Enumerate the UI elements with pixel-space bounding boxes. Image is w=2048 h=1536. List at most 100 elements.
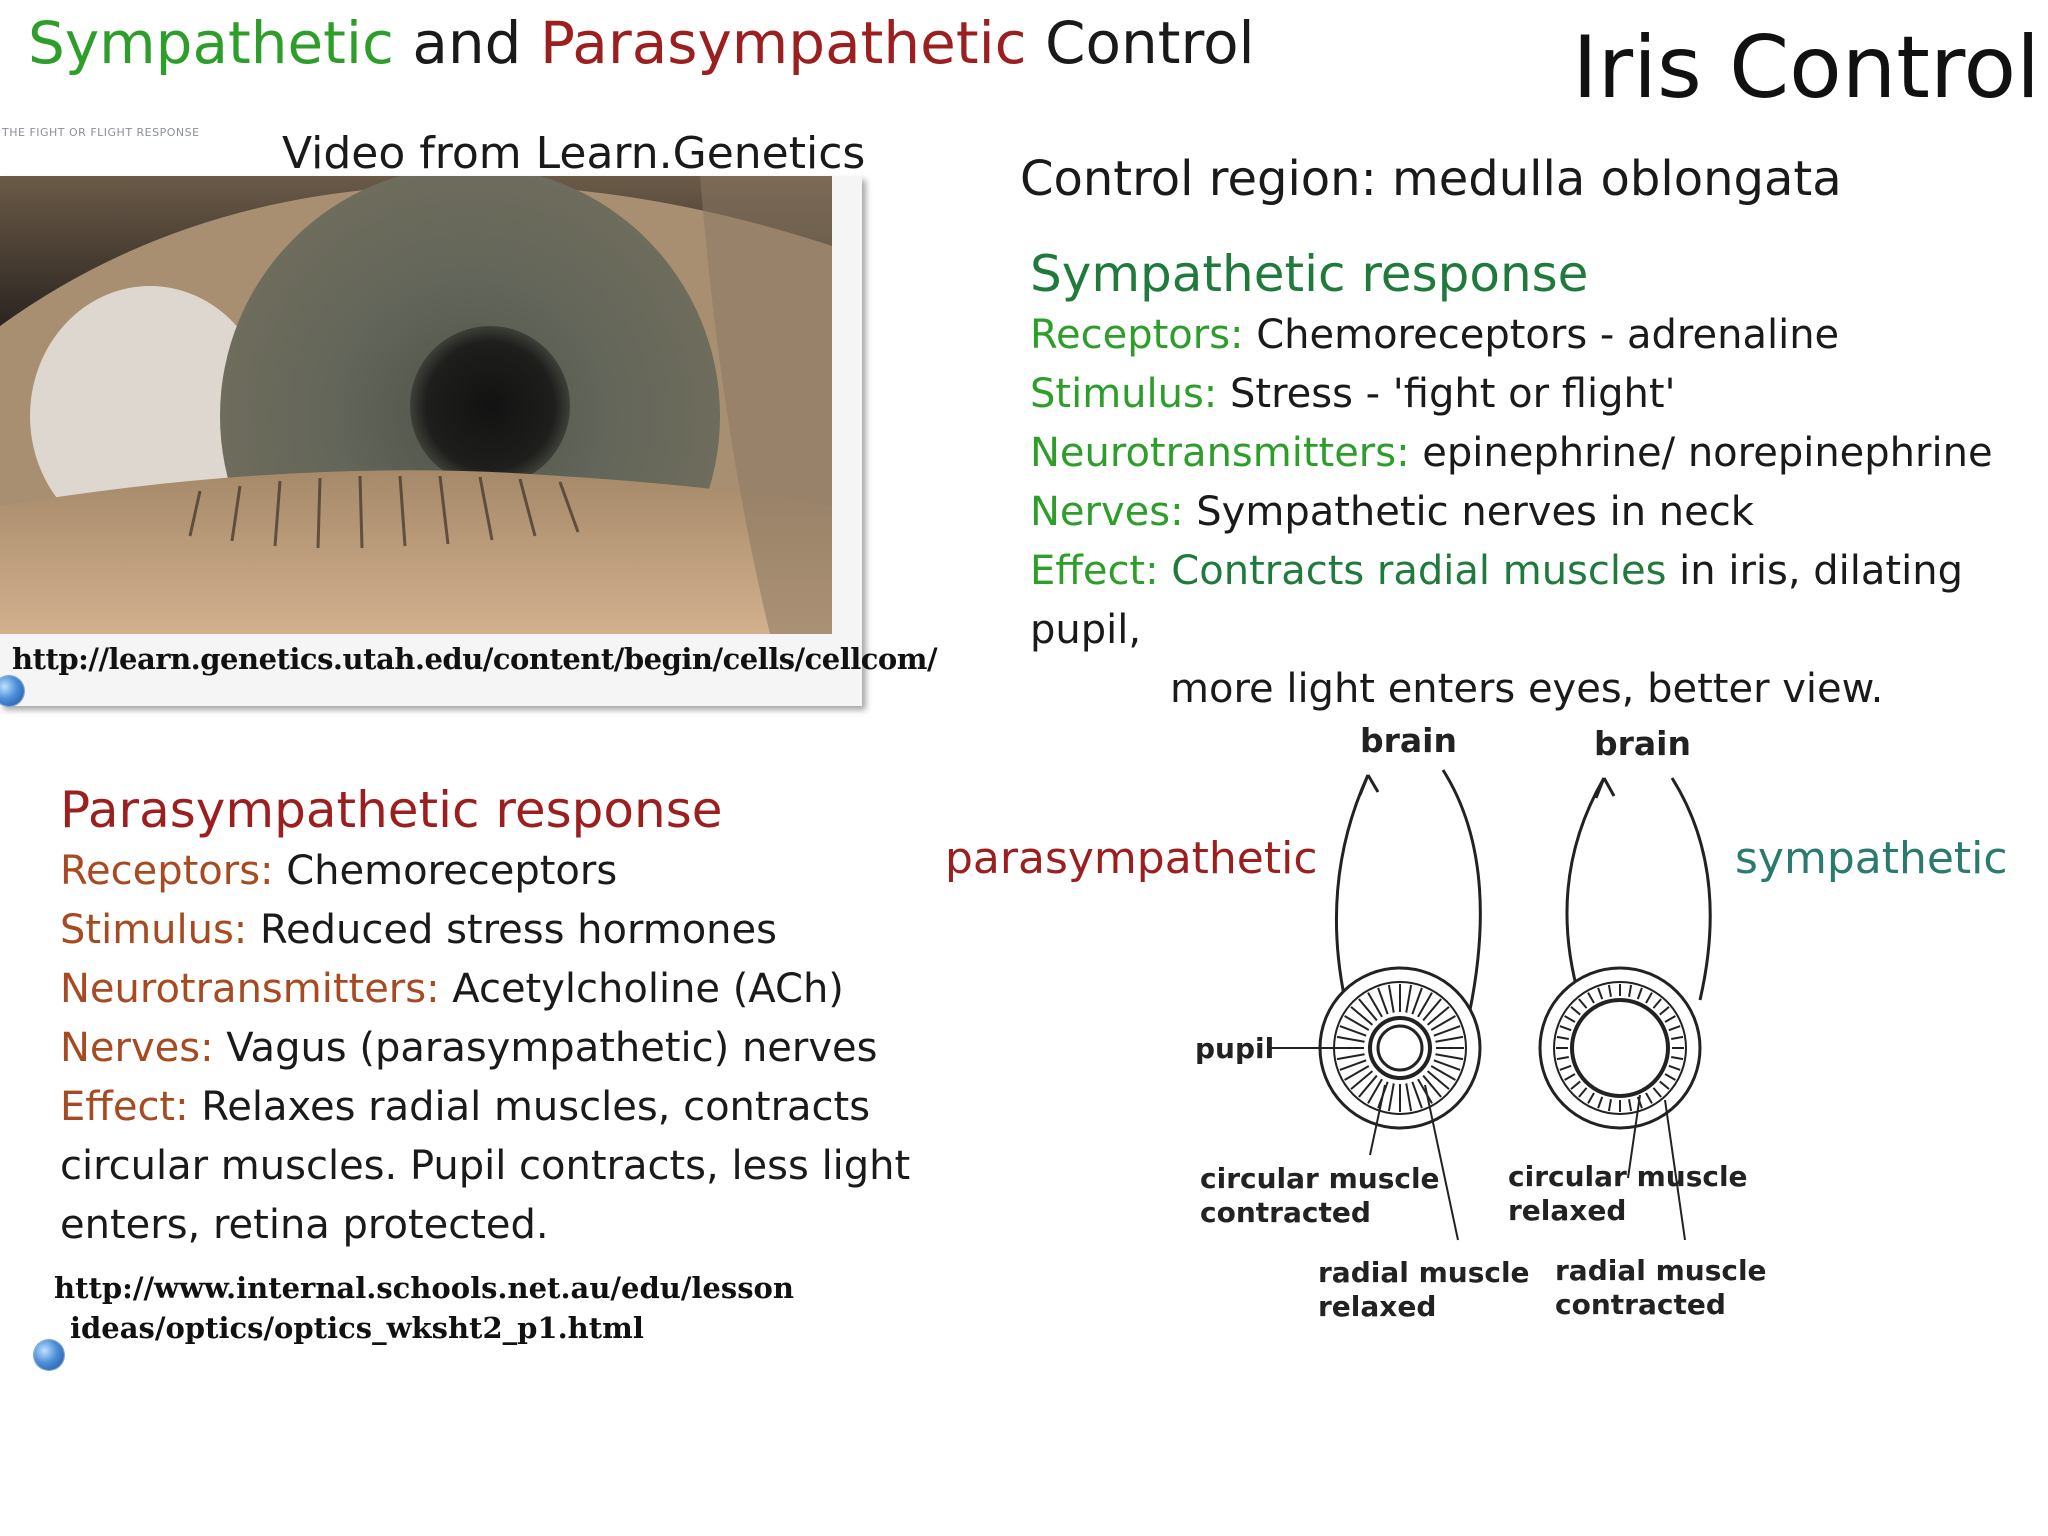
- radial-muscle-ray: [1659, 1080, 1670, 1090]
- radial-muscle-ray: [1433, 1059, 1461, 1071]
- parasympathetic-effect: Effect: Relaxes radial muscles, contract…: [60, 1078, 1020, 1255]
- effect-highlight: Contracts radial muscles: [1158, 548, 1667, 594]
- radial-muscle-ray: [1570, 1006, 1581, 1016]
- radial-relaxed-label-2: relaxed: [1318, 1290, 1436, 1323]
- receptors-label: Receptors:: [60, 848, 274, 894]
- radial-muscle-ray: [1426, 1070, 1450, 1090]
- page-title: Iris Control: [1572, 18, 2040, 118]
- parasympathetic-stimulus: Stimulus: Reduced stress hormones: [60, 901, 1020, 960]
- parasympathetic-neurotransmitters: Neurotransmitters: Acetylcholine (ACh): [60, 960, 1020, 1019]
- radial-muscle-ray: [1405, 1083, 1413, 1112]
- radial-muscle-ray: [1556, 1056, 1569, 1061]
- radial-muscle-ray: [1587, 1092, 1595, 1104]
- radial-muscle-ray: [1564, 1015, 1576, 1023]
- globe-icon[interactable]: [34, 1340, 64, 1370]
- radial-muscle-ray: [1336, 1053, 1365, 1061]
- radial-muscle-ray: [1652, 1087, 1662, 1098]
- stimulus-value: Reduced stress hormones: [247, 907, 777, 953]
- iris-constricted-icon: [1318, 966, 1482, 1130]
- radial-muscle-ray: [1645, 992, 1653, 1004]
- neurotransmitters-label: Neurotransmitters:: [60, 966, 440, 1012]
- radial-muscle-ray: [1367, 1078, 1383, 1104]
- radial-muscle-ray: [1578, 1087, 1588, 1098]
- radial-muscle-ray: [1426, 1006, 1450, 1026]
- radial-muscle-ray: [1358, 1074, 1378, 1098]
- radial-muscle-ray: [1564, 1073, 1576, 1081]
- sympathetic-effect: Effect: Contracts radial muscles in iris…: [1030, 542, 2048, 660]
- brain-label-left: brain: [1360, 721, 1457, 760]
- video-source-link[interactable]: http://learn.genetics.utah.edu/content/b…: [12, 642, 938, 676]
- radial-muscle-ray: [1668, 1025, 1681, 1032]
- radial-contracted-label-1: radial muscle: [1555, 1254, 1767, 1287]
- left-nerve-loop: [1335, 769, 1482, 1011]
- sympathetic-stimulus: Stimulus: Stress - 'fight or flight': [1030, 365, 2048, 424]
- radial-muscle-ray: [1587, 992, 1595, 1004]
- radial-muscle-ray: [1422, 998, 1442, 1022]
- parasympathetic-heading: Parasympathetic response: [60, 781, 723, 839]
- circular-contracted-label-1: circular muscle: [1200, 1162, 1440, 1195]
- eye-illustration: [0, 176, 832, 634]
- worksheet-reference-link[interactable]: http://www.internal.schools.net.au/edu/l…: [54, 1268, 794, 1348]
- title-parasympathetic: Parasympathetic: [539, 9, 1027, 77]
- reference-line-1[interactable]: http://www.internal.schools.net.au/edu/l…: [54, 1271, 794, 1305]
- title-control: Control: [1026, 9, 1255, 77]
- radial-muscle-ray: [1652, 998, 1662, 1009]
- radial-muscle-ray: [1411, 1081, 1423, 1109]
- radial-muscle-ray: [1668, 1064, 1681, 1071]
- radial-muscle-ray: [1628, 984, 1633, 997]
- stimulus-value: Stress - 'fight or flight': [1217, 371, 1676, 417]
- radial-muscle-ray: [1636, 987, 1643, 1000]
- neurotransmitters-value: Acetylcholine (ACh): [439, 966, 844, 1012]
- radial-muscle-ray: [1377, 1081, 1389, 1109]
- nerves-label: Nerves:: [60, 1025, 214, 1071]
- sympathetic-heading: Sympathetic response: [1030, 245, 1589, 303]
- radial-muscle-ray: [1671, 1056, 1684, 1061]
- sympathetic-response-section: Sympathetic response Receptors: Chemorec…: [1030, 242, 2048, 719]
- circular-relaxed-label-1: circular muscle: [1508, 1160, 1748, 1193]
- label-pointers: [1270, 1047, 1686, 1241]
- stimulus-label: Stimulus:: [1030, 371, 1218, 417]
- title-sympathetic: Sympathetic: [28, 9, 394, 77]
- radial-muscle-ray: [1411, 987, 1423, 1015]
- radial-muscle-ray: [1636, 1096, 1643, 1109]
- receptors-value: Chemoreceptors - adrenaline: [1243, 312, 1840, 358]
- sympathetic-label: sympathetic: [1735, 833, 2008, 884]
- radial-contracted-label-2: contracted: [1555, 1288, 1726, 1321]
- radial-muscle-ray: [1422, 1074, 1442, 1098]
- video-player[interactable]: http://learn.genetics.utah.edu/content/b…: [0, 176, 938, 706]
- radial-muscle-ray: [1344, 1065, 1370, 1081]
- radial-muscle-ray: [1377, 987, 1389, 1015]
- radial-muscle-ray: [1344, 1015, 1370, 1031]
- radial-muscle-ray: [1430, 1065, 1456, 1081]
- effect-label: Effect:: [60, 1084, 189, 1130]
- radial-relaxed-label-1: radial muscle: [1318, 1256, 1530, 1289]
- effect-value: Relaxes radial muscles, contracts circul…: [60, 1084, 911, 1248]
- eye-video-still[interactable]: [0, 176, 832, 634]
- radial-muscle-ray: [1339, 1059, 1367, 1071]
- radial-muscle-ray: [1664, 1015, 1676, 1023]
- radial-muscle-ray: [1607, 984, 1612, 997]
- iris-dilated-icon: [1538, 966, 1702, 1130]
- receptors-label: Receptors:: [1030, 312, 1244, 358]
- brain-label-right: brain: [1594, 724, 1691, 763]
- radial-muscle-ray: [1578, 998, 1588, 1009]
- radial-muscle-ray: [1433, 1025, 1461, 1037]
- radial-muscle-ray: [1387, 984, 1395, 1013]
- radial-muscle-ray: [1430, 1015, 1456, 1031]
- globe-icon[interactable]: [0, 676, 24, 706]
- radial-muscle-ray: [1336, 1035, 1365, 1043]
- radial-muscle-ray: [1559, 1025, 1572, 1032]
- radial-muscle-ray: [1350, 1006, 1374, 1026]
- radial-muscle-ray: [1570, 1080, 1581, 1090]
- video-caption: Video from Learn.Genetics: [282, 128, 866, 179]
- radial-muscle-ray: [1607, 1099, 1612, 1112]
- receptors-value: Chemoreceptors: [273, 848, 618, 894]
- sympathetic-nerves: Nerves: Sympathetic nerves in neck: [1030, 483, 2048, 542]
- radial-muscle-ray: [1435, 1053, 1464, 1061]
- title-and: and: [393, 9, 540, 77]
- radial-muscle-ray: [1659, 1006, 1670, 1016]
- radial-muscle-ray: [1559, 1064, 1572, 1071]
- neurotransmitters-label: Neurotransmitters:: [1030, 430, 1410, 476]
- video-mini-caption: THE FIGHT OR FLIGHT RESPONSE: [2, 126, 200, 139]
- reference-line-2[interactable]: ideas/optics/optics_wksht2_p1.html: [70, 1311, 644, 1345]
